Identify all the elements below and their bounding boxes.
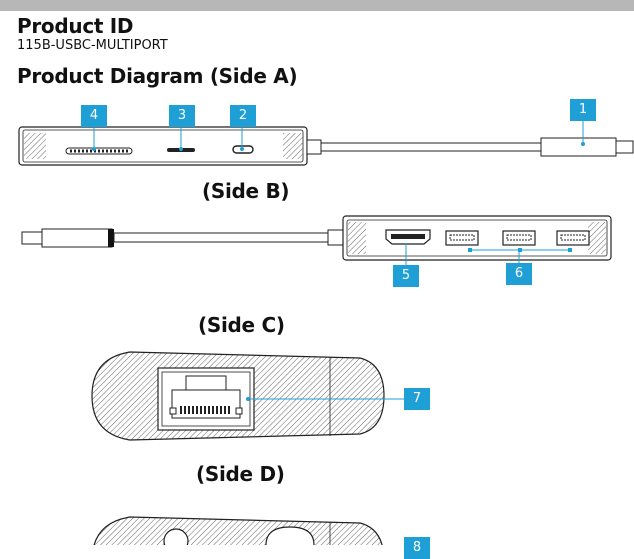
side-d-title: (Side D) <box>196 462 285 486</box>
diagram-title: Product Diagram (Side A) <box>17 64 298 88</box>
side-c-diagram <box>91 351 404 441</box>
side-a-diagram <box>18 115 634 166</box>
side-c-title: (Side C) <box>198 313 285 337</box>
callout-8: 8 <box>404 537 430 559</box>
side-d-diagram <box>93 516 383 545</box>
callout-6: 6 <box>506 263 532 285</box>
callout-1: 1 <box>570 99 596 121</box>
product-id-heading: Product ID <box>17 14 134 38</box>
side-b-diagram <box>21 215 612 265</box>
side-b-title: (Side B) <box>202 179 290 203</box>
callout-2: 2 <box>230 105 256 127</box>
callout-5: 5 <box>393 265 419 287</box>
product-sku: 115B-USBC-MULTIPORT <box>17 38 168 53</box>
callout-4: 4 <box>81 105 107 127</box>
callout-3: 3 <box>169 105 195 127</box>
callout-7: 7 <box>404 388 430 410</box>
top-bar <box>0 0 634 11</box>
